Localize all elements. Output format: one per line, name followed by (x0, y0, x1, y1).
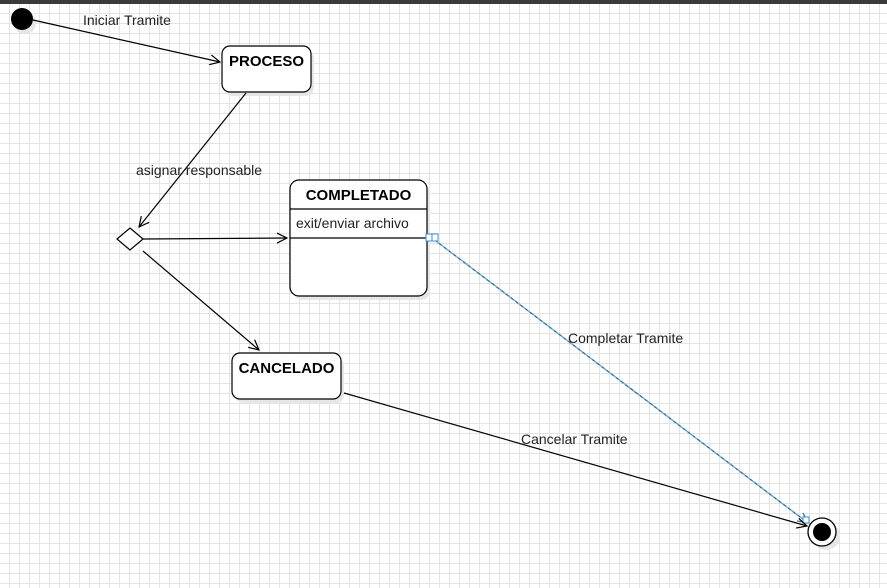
label-asignar-responsable: asignar responsable (136, 162, 262, 178)
decision-node[interactable] (116, 227, 144, 251)
transition-completar-tramite[interactable] (425, 233, 810, 524)
state-cancelado-title: CANCELADO (239, 360, 335, 377)
state-completado-activity: exit/enviar archivo (296, 215, 409, 231)
transition-to-completado[interactable] (142, 238, 287, 239)
transition-asignar-responsable[interactable] (139, 92, 247, 227)
state-completado-title: COMPLETADO (306, 187, 412, 204)
transition-cancelar-tramite[interactable] (343, 392, 807, 526)
state-cancelado[interactable]: CANCELADO (231, 352, 344, 403)
selection-handle-start[interactable] (425, 233, 433, 242)
initial-node[interactable] (11, 8, 36, 34)
label-completar-tramite: Completar Tramite (568, 330, 683, 346)
selection-handle-start-2[interactable] (431, 233, 439, 242)
label-iniciar-tramite: Iniciar Tramite (83, 12, 171, 28)
top-border (0, 0, 887, 4)
state-proceso-title: PROCESO (229, 53, 304, 70)
state-completado[interactable]: COMPLETADO exit/enviar archivo (289, 179, 430, 300)
transition-to-cancelado[interactable] (142, 250, 259, 350)
state-proceso[interactable]: PROCESO (221, 45, 314, 96)
label-cancelar-tramite: Cancelar Tramite (521, 431, 628, 447)
transition-iniciar-tramite[interactable] (32, 19, 220, 62)
final-node[interactable] (807, 517, 840, 550)
selection-handle-end[interactable] (802, 516, 810, 524)
